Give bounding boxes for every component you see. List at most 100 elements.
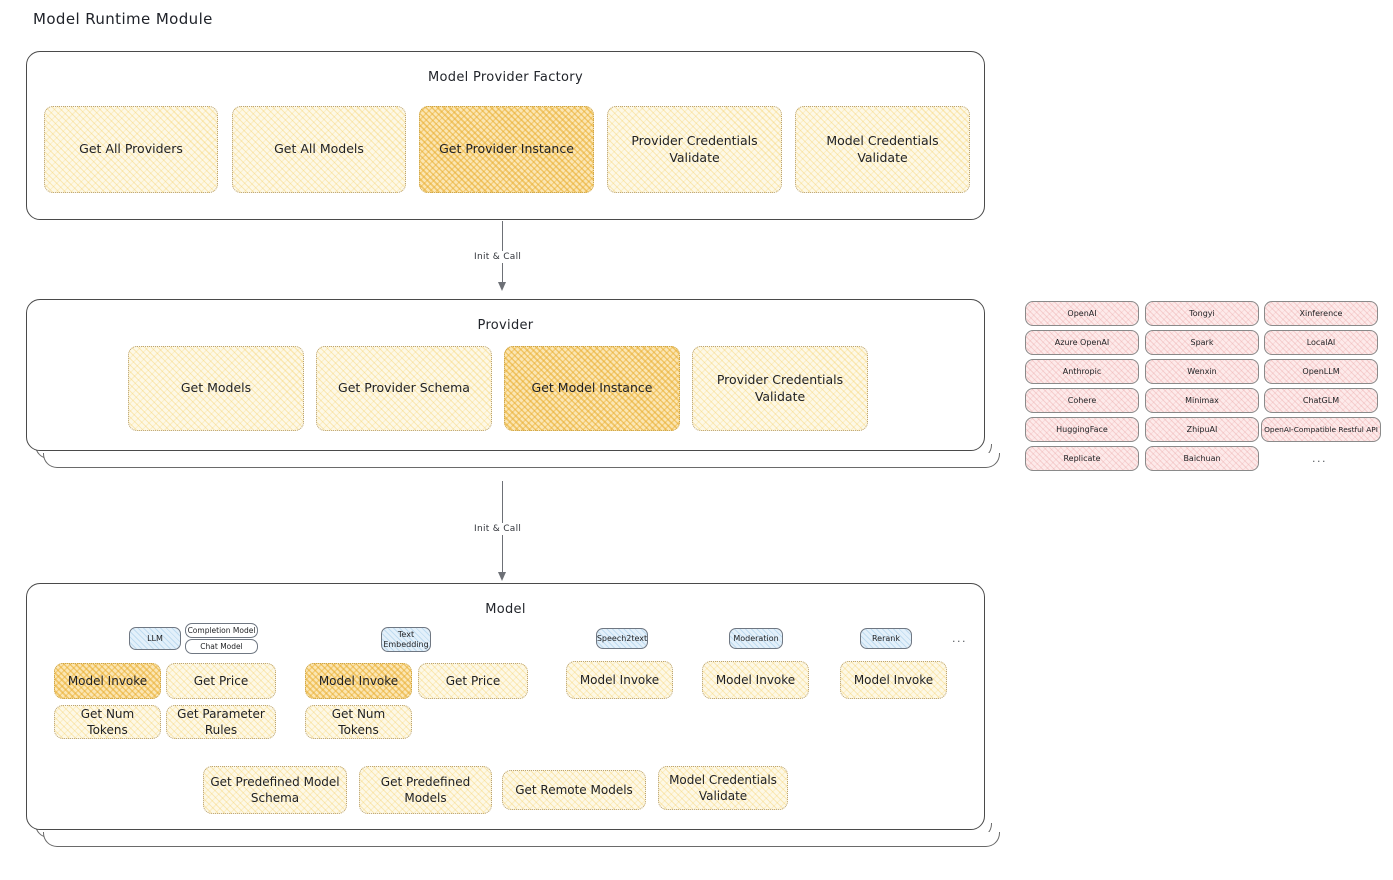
pill-label: Speech2text (596, 633, 648, 643)
pill-label: HuggingFace (1056, 425, 1108, 434)
card-label: Get Provider Schema (338, 380, 470, 396)
speech2text-op-model-invoke[interactable]: Model Invoke (566, 661, 673, 699)
card-label: Get Remote Models (515, 782, 633, 797)
model-shared-op-model-credentials-validate[interactable]: Model Credentials Validate (658, 766, 788, 810)
card-label: Get All Models (274, 141, 364, 157)
provider-pill-anthropic[interactable]: Anthropic (1025, 359, 1139, 384)
text-embedding-op-get-num-tokens[interactable]: Get Num Tokens (305, 705, 412, 739)
pill-label: Spark (1190, 338, 1214, 347)
pill-label: Xinference (1299, 309, 1343, 318)
pill-label: Rerank (871, 633, 900, 643)
card-label: Get Num Tokens (80, 706, 135, 737)
model-type-pill-moderation[interactable]: Moderation (729, 628, 783, 649)
model-types-more-ellipsis: ... (952, 632, 967, 645)
provider-title: Provider (477, 318, 534, 333)
provider-pill-xinference[interactable]: Xinference (1264, 301, 1378, 326)
provider-card-get-models[interactable]: Get Models (128, 346, 304, 431)
card-label: Model Credentials Validate (826, 132, 939, 165)
pill-label: Azure OpenAI (1054, 338, 1110, 347)
provider-pill-wenxin[interactable]: Wenxin (1145, 359, 1259, 384)
page-title: Model Runtime Module (33, 10, 213, 28)
llm-op-get-parameter-rules[interactable]: Get Parameter Rules (166, 705, 276, 739)
card-label: Model Invoke (67, 673, 148, 688)
factory-card-model-credentials-validate[interactable]: Model Credentials Validate (795, 106, 970, 193)
pill-label: Moderation (733, 633, 779, 643)
pill-label: Cohere (1067, 396, 1097, 405)
card-label: Provider Credentials Validate (716, 371, 844, 404)
pill-label: Tongyi (1189, 309, 1215, 318)
model-type-pill-rerank[interactable]: Rerank (860, 628, 912, 649)
pill-label: Replicate (1063, 454, 1101, 463)
llm-op-model-invoke[interactable]: Model Invoke (54, 663, 161, 699)
pill-label: OpenLLM (1302, 367, 1340, 376)
text-embedding-op-model-invoke[interactable]: Model Invoke (305, 663, 412, 699)
pill-label: Chat Model (200, 642, 243, 651)
model-type-pill-llm[interactable]: LLM (129, 627, 181, 650)
card-label: Model Invoke (715, 672, 796, 687)
pill-label: Completion Model (187, 626, 256, 635)
llm-op-get-price[interactable]: Get Price (166, 663, 276, 699)
model-shared-op-get-predefined-models[interactable]: Get Predefined Models (359, 766, 492, 814)
factory-card-get-provider-instance[interactable]: Get Provider Instance (419, 106, 594, 193)
moderation-op-model-invoke[interactable]: Model Invoke (702, 661, 809, 699)
rerank-op-model-invoke[interactable]: Model Invoke (840, 661, 947, 699)
card-label: Provider Credentials Validate (631, 132, 758, 165)
provider-pill-baichuan[interactable]: Baichuan (1145, 446, 1259, 471)
card-label: Get Model Instance (531, 380, 653, 396)
factory-title: Model Provider Factory (428, 70, 583, 85)
llm-op-get-num-tokens[interactable]: Get Num Tokens (54, 705, 161, 739)
card-label: Model Credentials Validate (669, 772, 777, 803)
provider-pill-openllm[interactable]: OpenLLM (1264, 359, 1378, 384)
pill-label: Wenxin (1187, 367, 1217, 376)
text-embedding-op-get-price[interactable]: Get Price (418, 663, 528, 699)
model-subtype-completion-model[interactable]: Completion Model (185, 623, 258, 638)
provider-pill-openai-compatible-restful-api[interactable]: OpenAI-Compatible Restful API (1261, 417, 1381, 442)
card-label: Get Price (193, 673, 249, 688)
factory-card-get-all-models[interactable]: Get All Models (232, 106, 406, 193)
provider-card-provider-credentials-validate[interactable]: Provider Credentials Validate (692, 346, 868, 431)
provider-pill-tongyi[interactable]: Tongyi (1145, 301, 1259, 326)
card-label: Get Num Tokens (331, 706, 386, 737)
pill-label: LLM (147, 633, 163, 643)
card-label: Get Models (180, 380, 252, 396)
pill-label: LocalAI (1306, 338, 1336, 347)
provider-pill-replicate[interactable]: Replicate (1025, 446, 1139, 471)
provider-pill-zhipuai[interactable]: ZhipuAI (1145, 417, 1259, 442)
card-label: Get Predefined Models (380, 774, 471, 805)
card-label: Get Predefined Model Schema (210, 774, 340, 805)
provider-pill-azure-openai[interactable]: Azure OpenAI (1025, 330, 1139, 355)
provider-pill-huggingface[interactable]: HuggingFace (1025, 417, 1139, 442)
model-type-pill-speech2text[interactable]: Speech2text (596, 628, 648, 649)
pill-label: ZhipuAI (1186, 425, 1218, 434)
pill-label: OpenAI-Compatible Restful API (1264, 425, 1378, 434)
factory-card-provider-credentials-validate[interactable]: Provider Credentials Validate (607, 106, 782, 193)
provider-list-more-ellipsis: ... (1312, 452, 1327, 465)
arrow-1-label: Init & Call (470, 251, 526, 263)
provider-pill-spark[interactable]: Spark (1145, 330, 1259, 355)
provider-pill-chatglm[interactable]: ChatGLM (1264, 388, 1378, 413)
pill-label: Baichuan (1183, 454, 1221, 463)
model-shared-op-get-remote-models[interactable]: Get Remote Models (502, 770, 646, 810)
model-shared-op-get-predefined-model-schema[interactable]: Get Predefined Model Schema (203, 766, 347, 814)
pill-label: ChatGLM (1302, 396, 1340, 405)
arrow-2-label: Init & Call (470, 523, 526, 535)
provider-pill-openai[interactable]: OpenAI (1025, 301, 1139, 326)
model-type-pill-text-embedding[interactable]: Text Embedding (381, 627, 431, 652)
pill-label: Minimax (1185, 396, 1219, 405)
provider-pill-localai[interactable]: LocalAI (1264, 330, 1378, 355)
factory-card-get-all-providers[interactable]: Get All Providers (44, 106, 218, 193)
pill-label: Anthropic (1062, 367, 1102, 376)
pill-label: Text Embedding (383, 630, 429, 649)
card-label: Model Invoke (853, 672, 934, 687)
model-subtype-chat-model[interactable]: Chat Model (185, 639, 258, 654)
card-label: Get Parameter Rules (177, 706, 265, 737)
card-label: Get Provider Instance (439, 141, 574, 157)
provider-pill-cohere[interactable]: Cohere (1025, 388, 1139, 413)
arrow-2-head (498, 572, 506, 581)
card-label: Get Price (445, 673, 501, 688)
provider-card-get-model-instance[interactable]: Get Model Instance (504, 346, 680, 431)
card-label: Model Invoke (579, 672, 660, 687)
provider-card-get-provider-schema[interactable]: Get Provider Schema (316, 346, 492, 431)
provider-pill-minimax[interactable]: Minimax (1145, 388, 1259, 413)
